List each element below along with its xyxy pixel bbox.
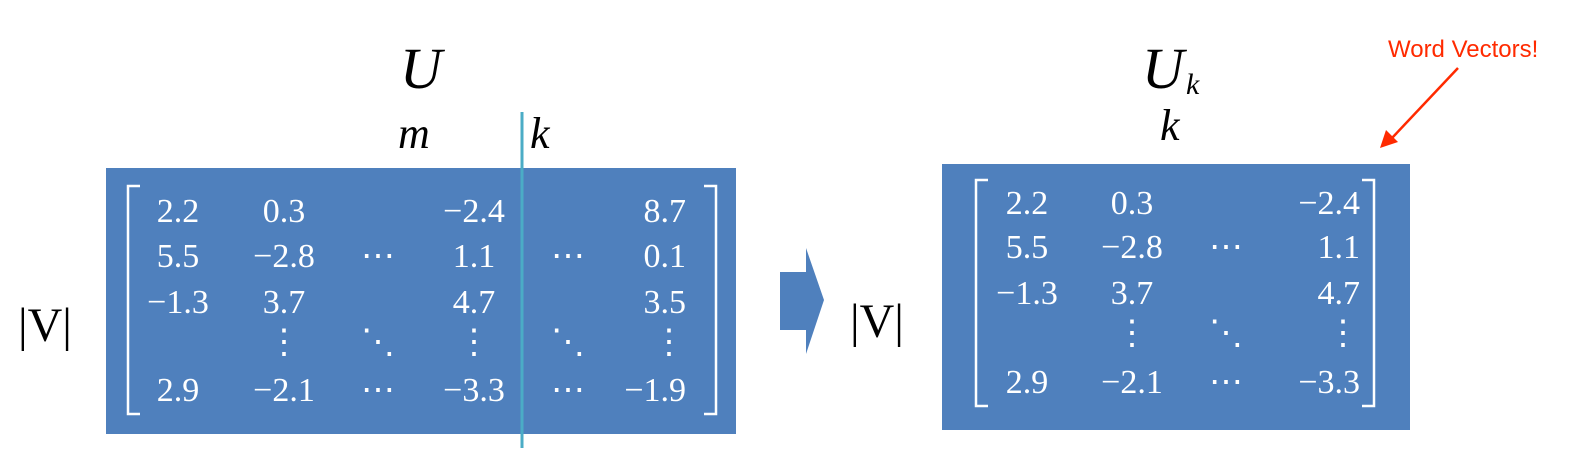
left-matrix-cell-r2-c6: 0.1 [643,238,687,275]
left-matrix-cell-r5-c2: −2.1 [253,372,315,409]
right-matrix-cell-r5-c4: −3.3 [1298,364,1360,401]
left-matrix-cell-r2-c5: ⋯ [551,238,585,275]
left-matrix-cell-r5-c6: −1.9 [624,372,686,409]
left-matrix-cell-r1-c2: 0.3 [262,193,306,230]
right-matrix-cell-r3-c4: 4.7 [1317,275,1361,312]
left-matrix-cell-r5-c1: 2.9 [156,372,200,409]
left-matrix-cell-r4-c3: ⋱ [361,324,395,361]
right-matrix-cell-r2-c1: 5.5 [1005,229,1049,266]
right-matrix-cell-r4-c2: ⋮ [1115,315,1149,352]
right-matrix-cell-r2-c2: −2.8 [1101,229,1163,266]
left-matrix-cell-r5-c4: −3.3 [443,372,505,409]
left-matrix-cell-r5-c5: ⋯ [551,372,585,409]
left-matrix-title: U [400,36,442,101]
left-matrix-cell-r1-c1: 2.2 [156,193,200,230]
word-vectors-annotation: Word Vectors! [1388,36,1539,63]
left-matrix-cell-r3-c2: 3.7 [262,284,306,321]
left-label-m: m [398,109,430,158]
right-matrix-cell-r2-c4: 1.1 [1317,229,1361,266]
left-matrix-cell-r4-c5: ⋱ [551,324,585,361]
left-matrix-cell-r2-c4: 1.1 [452,238,496,275]
right-matrix-cell-r3-c2: 3.7 [1110,275,1154,312]
right-matrix-cell-r4-c3: ⋱ [1209,315,1243,352]
left-matrix-box [106,168,736,434]
right-label-k: k [1160,101,1180,150]
right-title-subscript: k [1186,68,1200,101]
left-matrix-cell-r4-c2: ⋮ [267,324,301,361]
right-matrix-box [942,164,1410,430]
left-matrix-cell-r4-c6: ⋮ [652,324,686,361]
right-matrix-cell-r2-c3: ⋯ [1209,229,1243,266]
left-row-label: |V| [18,299,72,352]
right-matrix-cell-r1-c1: 2.2 [1005,185,1049,222]
right-matrix-cell-r5-c2: −2.1 [1101,364,1163,401]
left-matrix-cell-r3-c4: 4.7 [452,284,496,321]
left-matrix-cell-r5-c3: ⋯ [361,372,395,409]
left-matrix-cell-r2-c2: −2.8 [253,238,315,275]
right-matrix-cell-r5-c3: ⋯ [1209,364,1243,401]
right-row-label: |V| [850,295,904,348]
right-matrix-cell-r4-c4: ⋮ [1326,315,1360,352]
left-matrix-cell-r1-c4: −2.4 [443,193,505,230]
left-matrix-cell-r3-c1: −1.3 [147,284,209,321]
left-label-k: k [530,109,550,158]
right-matrix-cell-r3-c1: −1.3 [996,275,1058,312]
left-matrix-cell-r2-c3: ⋯ [361,238,395,275]
left-matrix-cell-r4-c4: ⋮ [457,324,491,361]
right-matrix-cell-r1-c2: 0.3 [1110,185,1154,222]
right-matrix-cell-r1-c4: −2.4 [1298,185,1360,222]
left-matrix-cell-r3-c6: 3.5 [643,284,687,321]
right-matrix-cell-r5-c1: 2.9 [1005,364,1049,401]
left-matrix-cell-r1-c6: 8.7 [643,193,687,230]
left-matrix-cell-r2-c1: 5.5 [156,238,200,275]
right-matrix-title: U [1142,36,1184,101]
